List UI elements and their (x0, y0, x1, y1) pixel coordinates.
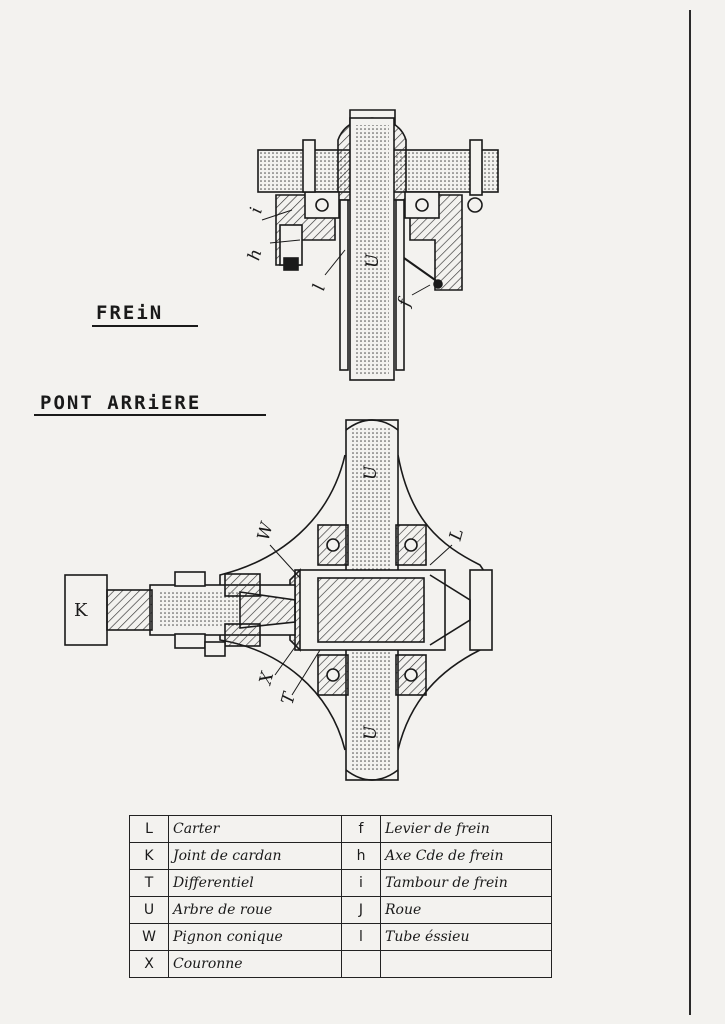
legend-key: J (341, 896, 381, 924)
frein-brake-assembly (257, 109, 499, 381)
pont-arriere-title: PONT ARRiERE (40, 392, 202, 414)
label-x: X (255, 669, 278, 689)
label-h: h (244, 247, 266, 263)
legend-row: K Joint de cardan h Axe Cde de frein (129, 842, 552, 870)
label-i: i (246, 205, 267, 215)
legend-key: h (341, 842, 381, 870)
frein-title-underline (92, 325, 198, 327)
label-w: W (254, 519, 278, 543)
legend-value: Arbre de roue (168, 896, 342, 924)
label-u-top-drawing: U (363, 253, 383, 268)
label-l-top: l (309, 282, 330, 292)
legend-value: Differentiel (168, 869, 342, 897)
legend-value: Pignon conique (168, 923, 342, 951)
legend-value: Roue (380, 896, 552, 924)
legend-row: T Differentiel i Tambour de frein (129, 869, 552, 897)
legend-key: X (129, 950, 169, 978)
legend-value: Tambour de frein (380, 869, 552, 897)
legend-key: L (129, 815, 169, 843)
pont-arriere-assembly (64, 419, 493, 781)
legend-key: U (129, 896, 169, 924)
legend-row: W Pignon conique l Tube éssieu (129, 923, 552, 951)
label-k: K (74, 600, 88, 621)
legend-value: Levier de frein (380, 815, 552, 843)
legend-value: Carter (168, 815, 342, 843)
label-l-carter: L (445, 527, 468, 544)
legend-value (380, 950, 552, 978)
legend-value: Couronne (168, 950, 342, 978)
legend-key: T (129, 869, 169, 897)
page-border-line (689, 10, 691, 1015)
legend-value: Axe Cde de frein (380, 842, 552, 870)
legend-row: U Arbre de roue J Roue (129, 896, 552, 924)
legend-value: Tube éssieu (380, 923, 552, 951)
legend-key: l (341, 923, 381, 951)
cardan-joint-k (64, 574, 108, 646)
legend-key: f (341, 815, 381, 843)
label-u-shaft-bottom: U (361, 725, 381, 740)
label-u-shaft-top: U (361, 465, 381, 480)
pont-arriere-title-underline (34, 414, 266, 416)
legend-key (341, 950, 381, 978)
legend-key: W (129, 923, 169, 951)
frein-title: FREiN (96, 302, 164, 324)
legend-table: L Carter f Levier de frein K Joint de ca… (129, 815, 552, 978)
legend-key: K (129, 842, 169, 870)
legend-value: Joint de cardan (168, 842, 342, 870)
legend-row: X Couronne (129, 950, 552, 978)
legend-row: L Carter f Levier de frein (129, 815, 552, 843)
label-t: T (278, 689, 301, 707)
legend-key: i (341, 869, 381, 897)
